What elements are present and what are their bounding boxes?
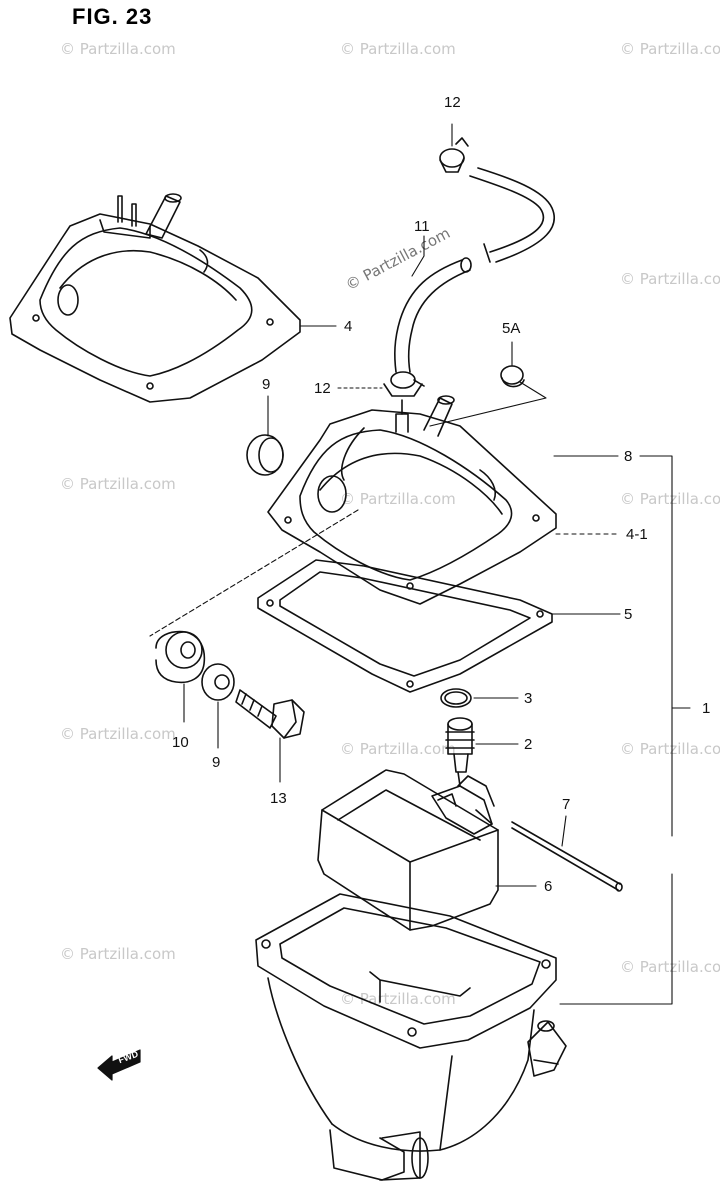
- watermark: © Partzilla.com: [340, 40, 456, 58]
- callout-5A: 5A: [502, 320, 521, 337]
- callout-12-upper: 12: [444, 94, 461, 111]
- watermark: © Partzilla.com: [60, 40, 176, 58]
- callout-12-lower: 12: [314, 380, 331, 397]
- float-switch-sensor: [445, 717, 475, 787]
- gasket: [257, 559, 553, 693]
- hose-clip-lower: [383, 371, 425, 397]
- callout-9-upper: 9: [262, 376, 271, 393]
- watermark: © Partzilla.com: [340, 490, 456, 508]
- fwd-arrow-icon: [97, 1049, 141, 1081]
- hose-clip-upper: [439, 137, 469, 173]
- float: [317, 769, 499, 931]
- watermark: © Partzilla.com: [60, 475, 176, 493]
- vent-hose: [394, 257, 472, 373]
- figure-title: FIG. 23: [72, 4, 153, 29]
- o-ring: [440, 688, 472, 708]
- callout-7: 7: [562, 796, 571, 813]
- watermark: © Partzilla.com: [620, 40, 720, 58]
- callout-9-lower: 9: [212, 754, 221, 771]
- vent-hose-upper: [469, 167, 556, 263]
- watermark: © Partzilla.com: [620, 740, 720, 758]
- callout-2: 2: [524, 736, 533, 753]
- watermark: © Partzilla.com: [620, 958, 720, 976]
- callout-13: 13: [270, 790, 287, 807]
- callout-5: 5: [624, 606, 633, 623]
- bolt: [235, 689, 305, 739]
- callout-11: 11: [414, 218, 430, 235]
- leader-lines: [149, 123, 691, 1005]
- callout-10: 10: [172, 734, 189, 751]
- plug: [500, 365, 525, 388]
- callout-8: 8: [624, 448, 633, 465]
- switch-connector: [431, 775, 495, 835]
- grommet: [155, 630, 206, 684]
- washer-lower: [201, 663, 235, 701]
- callout-3: 3: [524, 690, 533, 707]
- watermark: © Partzilla.com: [60, 945, 176, 963]
- callout-1: 1: [702, 700, 711, 717]
- watermark: © Partzilla.com: [340, 990, 456, 1008]
- callout-4: 4: [344, 318, 353, 335]
- float-chamber-cover-middle: [267, 395, 557, 605]
- float-pin: [511, 821, 623, 892]
- callout-6: 6: [544, 878, 553, 895]
- watermark: © Partzilla.com: [620, 490, 720, 508]
- float-chamber-cover-upper: [9, 193, 301, 403]
- washer-upper: [246, 434, 284, 476]
- watermark: © Partzilla.com: [60, 725, 176, 743]
- watermark: © Partzilla.com: [620, 270, 720, 288]
- float-chamber-body: [255, 893, 567, 1181]
- callout-4-1: 4-1: [626, 526, 648, 543]
- watermark: © Partzilla.com: [340, 740, 456, 758]
